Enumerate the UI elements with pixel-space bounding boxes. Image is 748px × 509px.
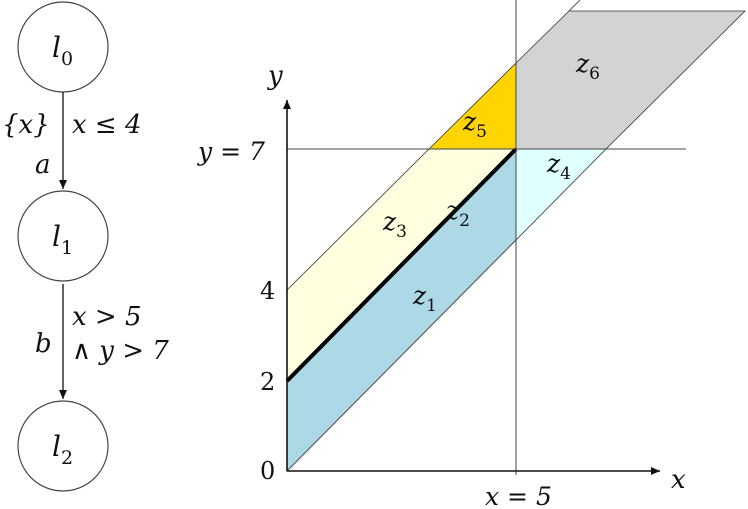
zone-label-z6: z6 [575, 49, 600, 84]
location-l1: l1 [17, 190, 109, 282]
upper-boundary-line [568, 0, 581, 12]
y-tick-label: 2 [260, 368, 275, 396]
location-label: l0 [52, 31, 73, 70]
zone-diagonal [286, 239, 517, 472]
y-axis-label: y [267, 61, 283, 91]
timed-automaton: l0 l1 l2 {x} x ≤ 4 a b x > 5 [2, 1, 169, 492]
y-equals-7-label: y = 7 [197, 137, 265, 166]
location-circle [17, 190, 109, 282]
edge-guard-label: ∧ y > 7 [72, 336, 169, 366]
zone-z2-line [285, 147, 518, 383]
x-axis-label: x [671, 465, 686, 495]
zone-graph: x y 0 2 4 y = 7 x = 5 z1 z2 z3 z4 z5 z6 [197, 0, 746, 509]
y-tick-label: 0 [260, 457, 275, 485]
zone-label-z5: z5 [462, 107, 487, 142]
y-tick-label: 4 [260, 277, 275, 305]
location-l0: l0 [17, 1, 109, 93]
zone-z5-region [428, 62, 517, 150]
edge-guard-label: x ≤ 4 [72, 110, 142, 140]
zone-label-z4: z4 [546, 149, 571, 184]
edge-reset-label: {x} [2, 110, 50, 140]
zone-z4-region [515, 148, 607, 241]
location-label: l1 [52, 220, 73, 259]
zone-label-z1: z1 [412, 281, 437, 316]
edge-guard-label: x > 5 [72, 302, 142, 332]
location-l2: l2 [17, 400, 109, 492]
zone-label-z2: z2 [445, 196, 470, 231]
zone-label-z3: z3 [382, 207, 407, 242]
location-circle [17, 1, 109, 93]
zone-z6-region [515, 10, 746, 150]
location-label: l2 [52, 430, 73, 469]
location-circle [17, 400, 109, 492]
edge-action-label: a [35, 150, 51, 180]
edge-l0-l1: {x} x ≤ 4 a [2, 92, 142, 189]
x-equals-5-label: x = 5 [485, 482, 552, 509]
edge-l1-l2: b x > 5 ∧ y > 7 [35, 284, 169, 399]
edge-action-label: b [35, 329, 52, 359]
